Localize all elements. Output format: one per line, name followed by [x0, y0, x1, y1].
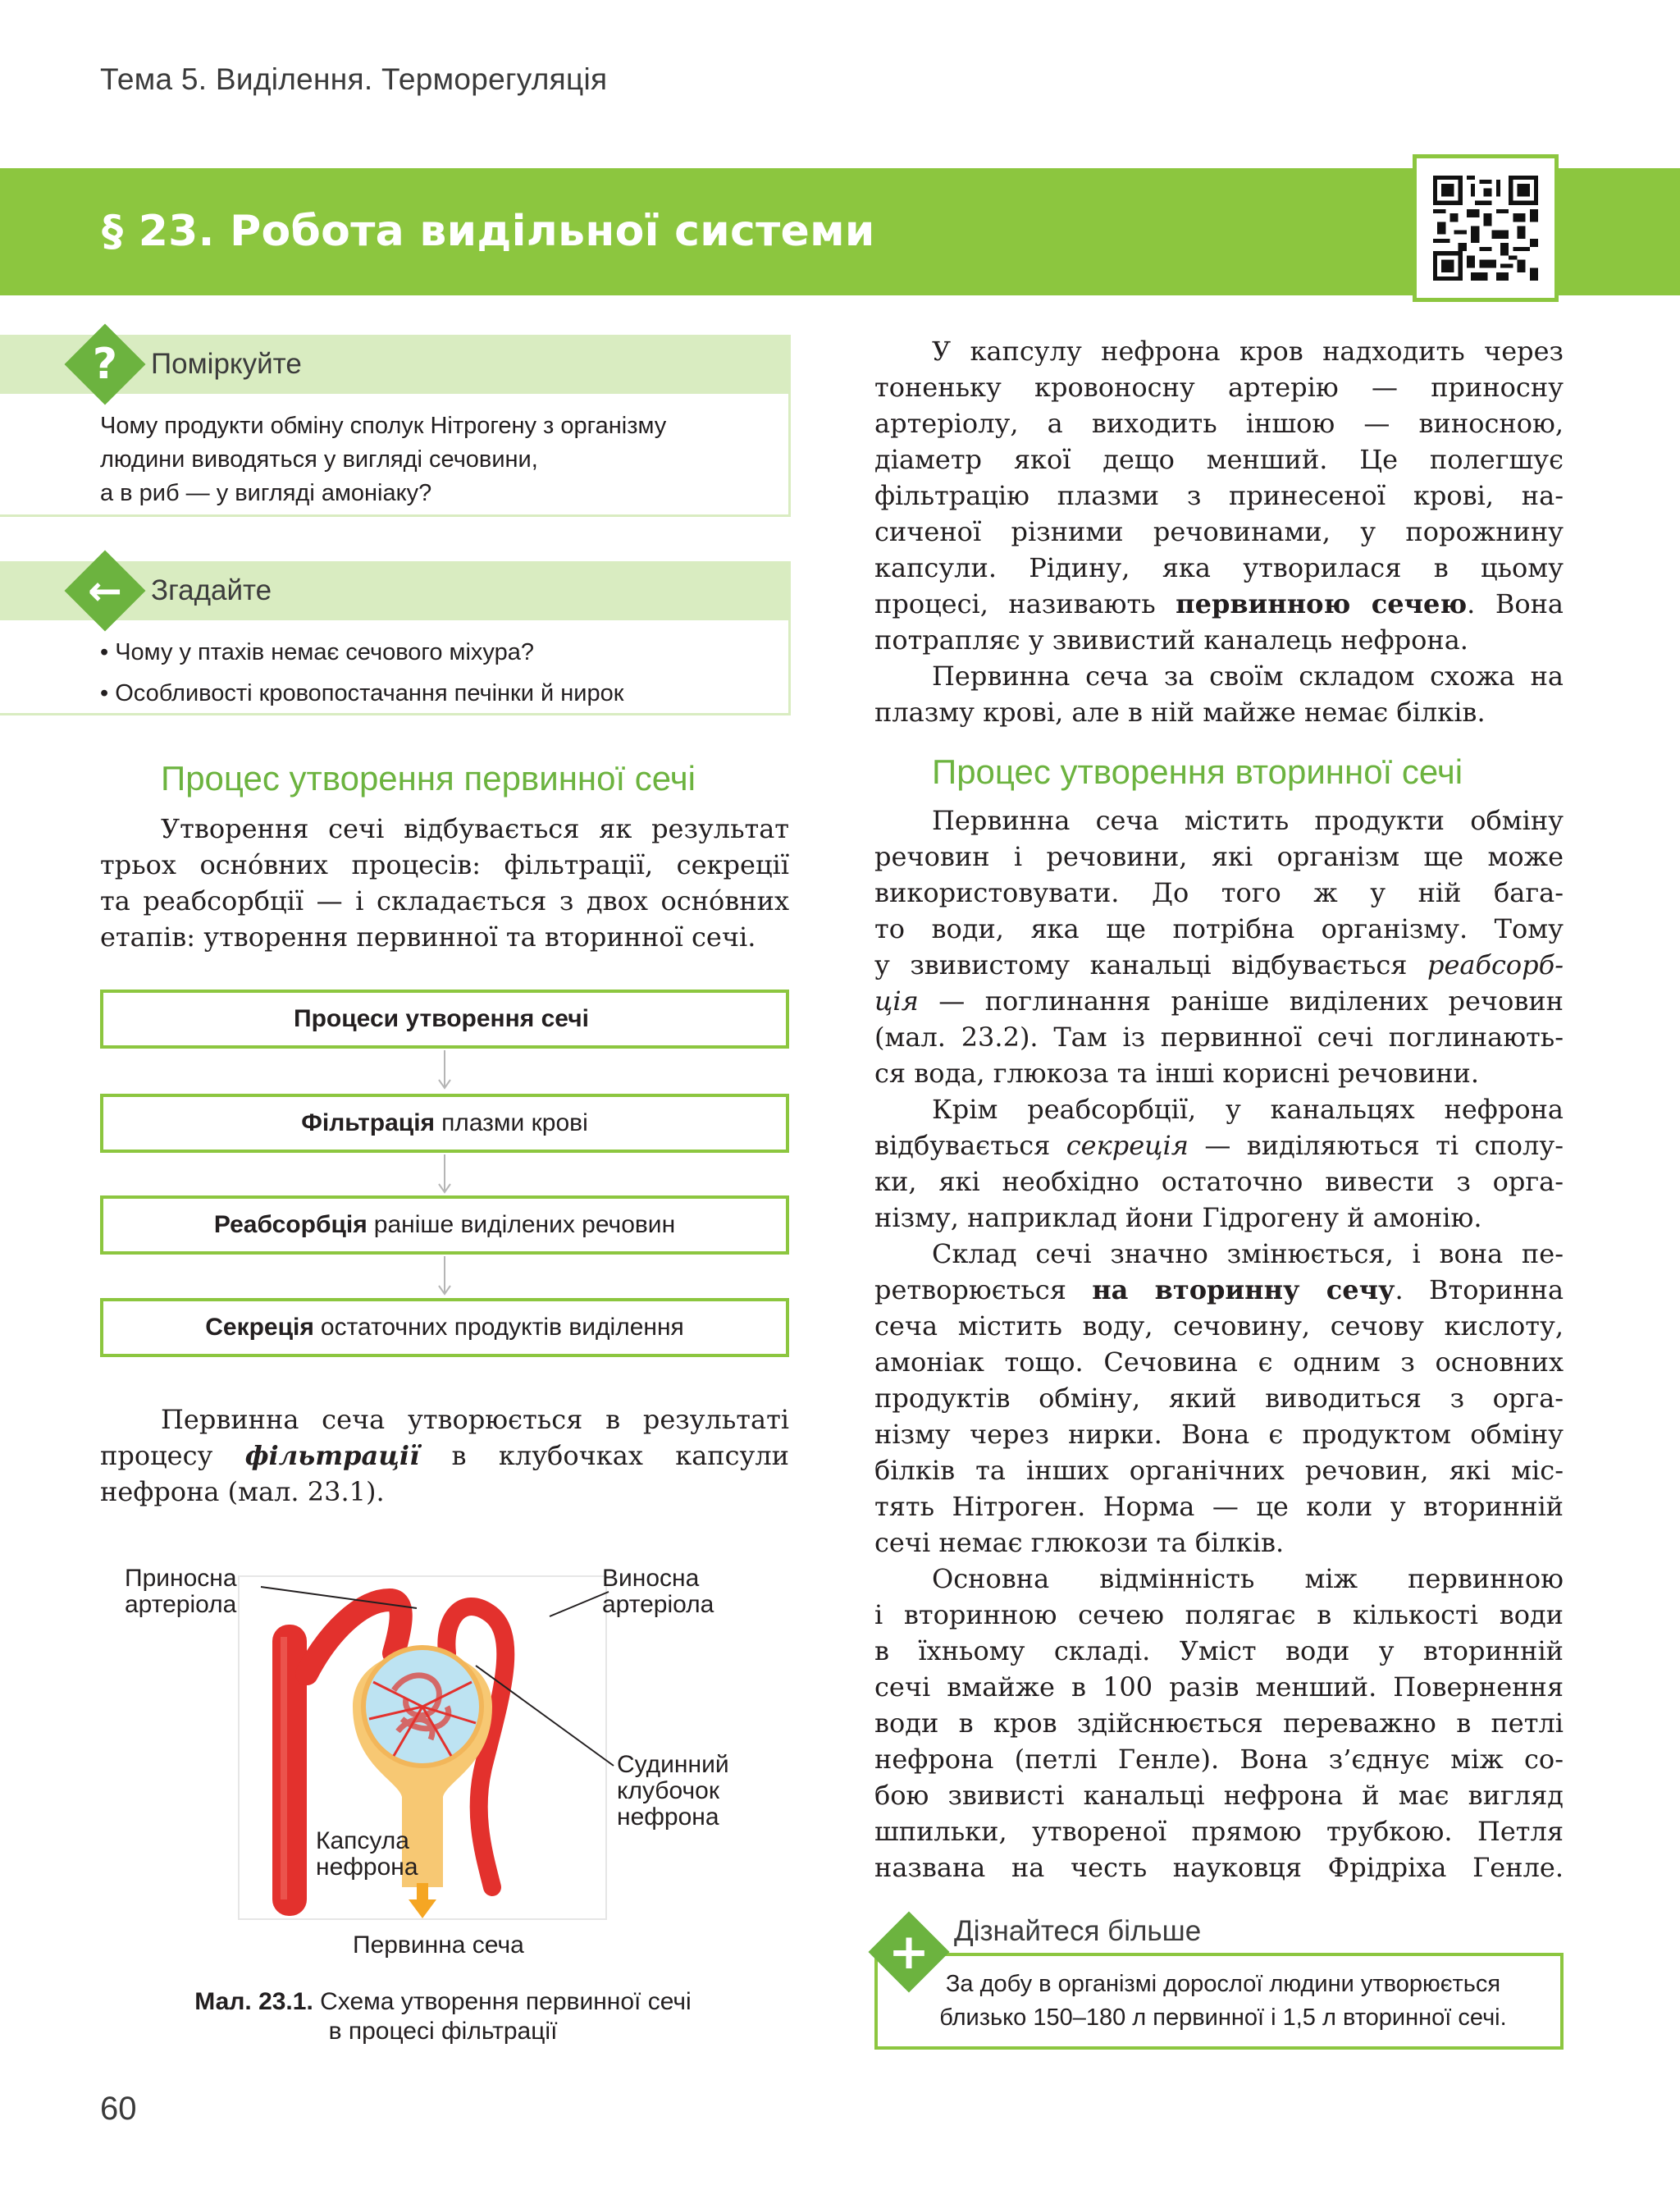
think-box-title: Поміркуйте [151, 348, 302, 380]
qr-code[interactable] [1413, 154, 1559, 302]
think-box-text: Чому продукти обміну сполук Нітрогену з … [100, 413, 667, 506]
intro-paragraph: Утворення сечі відбувається як результат… [100, 813, 789, 953]
arrow-down-icon [438, 1256, 451, 1296]
arrow-down-icon [438, 1154, 451, 1194]
topic-header: Тема 5. Виділення. Терморегуляція [100, 62, 608, 96]
list-item: • Особливості кровопостачання печінки й … [100, 680, 624, 706]
list-item: • Чому у птахів немає сечового міхура? [100, 639, 534, 665]
recall-box [0, 620, 791, 715]
recall-box-title: Згадайте [151, 574, 272, 606]
paragraph-secondary-urine: Первинна сеча містить продукти обміну ре… [874, 805, 1564, 1883]
figure-caption: Мал. 23.1. Схема утворення первинної сеч… [194, 1988, 692, 2045]
figure-leader-lines [260, 1586, 614, 1767]
label-primary-urine: Первинна сеча [353, 1931, 524, 1959]
recall-box-list: • Чому у птахів немає сечового міхура? •… [100, 632, 623, 714]
page-title: § 23. Робота видільної системи [102, 207, 875, 256]
qr-code-icon [1433, 176, 1538, 281]
arrow-left-icon: ← [88, 567, 122, 615]
flow-title-box: Процеси утворення сечі [100, 990, 789, 1049]
arrow-down-icon [438, 1050, 451, 1090]
learn-more-text: За добу в організмі дорослої людини утво… [939, 1971, 1507, 2031]
paragraph-capsule: У капсулу нефрона кров надходить через т… [874, 336, 1564, 728]
learn-more-title: Дізнайтеся більше [954, 1915, 1202, 1947]
title-banner [0, 168, 1680, 295]
section-heading-secondary: Процес утворення вторинної сечі [932, 752, 1463, 791]
filtration-paragraph: Первинна сеча утворюється в результаті п… [100, 1404, 790, 1507]
nephron-diagram [238, 1575, 607, 1920]
learn-more-box [874, 1953, 1564, 2050]
section-heading-primary: Процес утворення первинної сечі [161, 759, 696, 798]
page-number: 60 [100, 2091, 137, 2127]
plus-icon: + [888, 1923, 930, 1981]
question-icon: ? [92, 340, 118, 389]
think-box [0, 394, 791, 517]
